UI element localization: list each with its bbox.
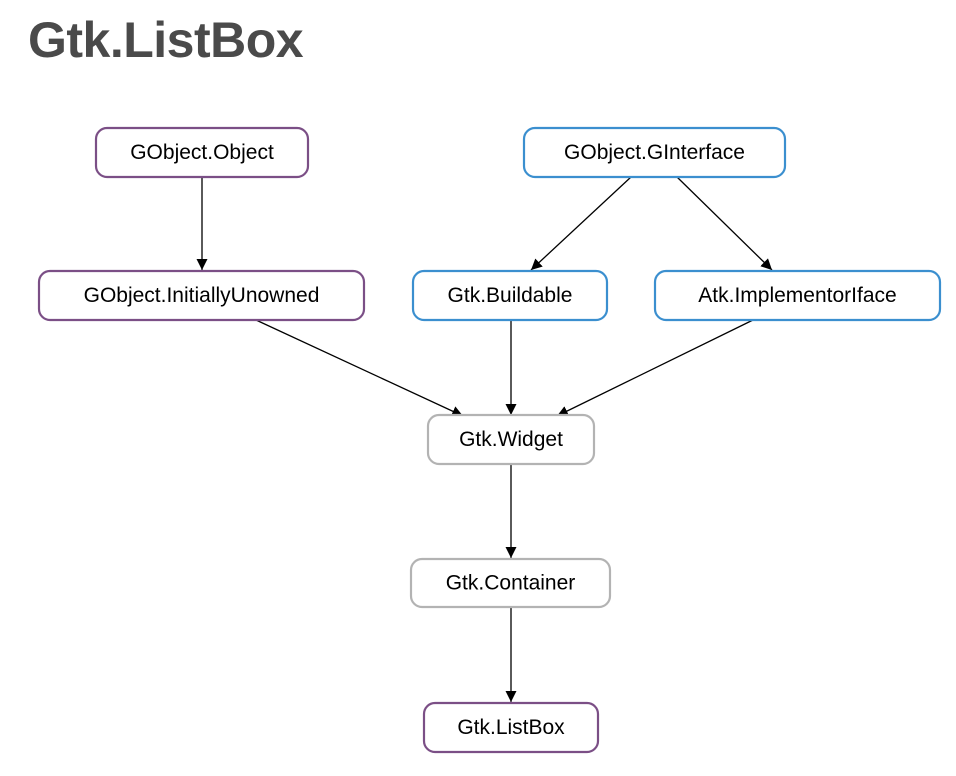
node-box xyxy=(426,413,596,466)
node-gtk-container[interactable]: Gtk.Container xyxy=(409,557,612,609)
node-label: Gtk.Buildable xyxy=(448,284,573,307)
node-box xyxy=(422,701,600,754)
edges xyxy=(196,176,773,702)
node-box xyxy=(522,126,787,179)
node-box xyxy=(37,269,366,322)
node-label: GObject.Object xyxy=(130,141,274,164)
node-box xyxy=(409,557,612,609)
edge-ginterface-to-implementor-iface xyxy=(676,176,773,271)
node-gtk-listbox[interactable]: Gtk.ListBox xyxy=(422,701,600,754)
node-atk-implementor-iface[interactable]: Atk.ImplementorIface xyxy=(653,269,942,322)
node-box xyxy=(411,269,609,322)
node-label: Gtk.ListBox xyxy=(457,716,565,739)
node-gobject-ginterface[interactable]: GObject.GInterface xyxy=(522,126,787,179)
edge-ginterface-to-buildable xyxy=(530,176,632,271)
node-gobject-object[interactable]: GObject.Object xyxy=(94,126,310,179)
node-box xyxy=(94,126,310,179)
node-gtk-buildable[interactable]: Gtk.Buildable xyxy=(411,269,609,322)
node-box xyxy=(653,269,942,322)
node-gtk-widget[interactable]: Gtk.Widget xyxy=(426,413,596,466)
edge-initially-unowned-to-widget xyxy=(255,319,464,417)
node-gobject-initially-unowned[interactable]: GObject.InitiallyUnowned xyxy=(37,269,366,322)
page-title: Gtk.ListBox xyxy=(28,12,304,68)
node-label: GObject.GInterface xyxy=(564,141,745,164)
node-label: Gtk.Widget xyxy=(459,428,563,451)
edge-implementor-iface-to-widget xyxy=(556,319,754,417)
node-label: Gtk.Container xyxy=(446,572,576,595)
node-label: Atk.ImplementorIface xyxy=(698,284,896,307)
node-label: GObject.InitiallyUnowned xyxy=(84,284,320,307)
